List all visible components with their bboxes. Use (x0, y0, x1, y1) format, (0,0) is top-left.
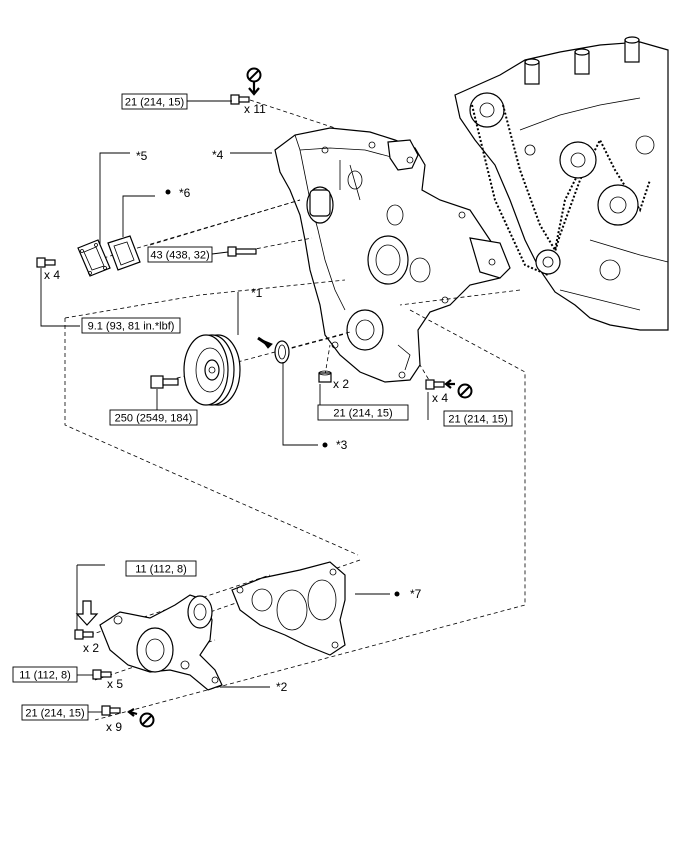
leader-lines (40, 100, 429, 713)
bullet-dot-icon (165, 189, 171, 195)
bullet-dot-icon (394, 591, 400, 597)
torque-spec-pulley: 250 (2549, 184) (109, 409, 198, 426)
no-reuse-icon (127, 708, 155, 728)
seal-plate (77, 239, 111, 277)
callout-label: *4 (212, 148, 224, 162)
water-pump-gasket (231, 561, 346, 656)
bullet-dot-icon (322, 442, 328, 448)
quantity-label: x 4 (432, 391, 448, 405)
svg-text:21 (214, 15): 21 (214, 15) (448, 414, 507, 426)
water-pump (99, 594, 223, 691)
svg-text:21 (214, 15): 21 (214, 15) (125, 97, 184, 109)
torque-spec-pump-middle: 11 (112, 8) (12, 666, 78, 683)
push-direction-arrow-icon (75, 600, 99, 626)
torque-spec-cover-top: 21 (214, 15) (121, 93, 188, 110)
quantity-label: x 4 (44, 268, 60, 282)
quantity-label: x 2 (333, 377, 349, 391)
quantity-label: x 11 (244, 102, 266, 116)
bolt-pump-upper (74, 629, 94, 640)
svg-text:11 (112, 8): 11 (112, 8) (19, 670, 71, 682)
svg-text:250 (2549, 184): 250 (2549, 184) (115, 413, 193, 425)
assembly-lines (64, 99, 526, 721)
no-reuse-icon (444, 379, 473, 399)
torque-spec-pump-upper: 11 (112, 8) (125, 560, 197, 577)
callout-label: *1 (251, 286, 263, 300)
callout-label: *6 (179, 186, 191, 200)
no-reuse-icon (246, 67, 262, 96)
bolt-43 (227, 246, 257, 257)
torque-spec-43: 43 (438, 32) (147, 246, 213, 263)
engine-block (454, 36, 669, 331)
quantity-label: x 5 (107, 677, 123, 691)
callout-label: *3 (336, 438, 348, 452)
svg-text:21 (214, 15): 21 (214, 15) (25, 708, 84, 720)
torque-spec-pump-bottom: 21 (214, 15) (21, 704, 89, 721)
nut (318, 370, 332, 383)
bolt-cover-right (425, 379, 445, 390)
callout-label: *7 (410, 587, 422, 601)
bolt-seal-plate (36, 257, 56, 268)
oil-seal (257, 336, 290, 364)
crankshaft-pulley (183, 334, 241, 406)
bolt-pump-middle (92, 669, 112, 680)
torque-spec-seal-plate: 9.1 (93, 81 in.*lbf) (81, 317, 181, 334)
callout-label: *2 (276, 680, 288, 694)
bolt-cover-top (230, 94, 250, 105)
bolt-pulley (150, 375, 179, 389)
torque-spec-nut: 21 (214, 15) (317, 404, 409, 421)
bolt-pump-lower (101, 705, 121, 716)
svg-text:21 (214, 15): 21 (214, 15) (333, 408, 392, 420)
svg-text:43 (438, 32): 43 (438, 32) (150, 250, 209, 262)
svg-text:9.1 (93, 81 in.*lbf): 9.1 (93, 81 in.*lbf) (88, 321, 175, 333)
quantity-label: x 9 (106, 720, 122, 734)
timing-chain-cover (274, 127, 511, 383)
gasket-6 (107, 235, 141, 271)
torque-spec-cover-right: 21 (214, 15) (443, 410, 513, 427)
svg-text:11 (112, 8): 11 (112, 8) (135, 564, 187, 576)
quantity-label: x 2 (83, 641, 99, 655)
callout-label: *5 (136, 149, 148, 163)
